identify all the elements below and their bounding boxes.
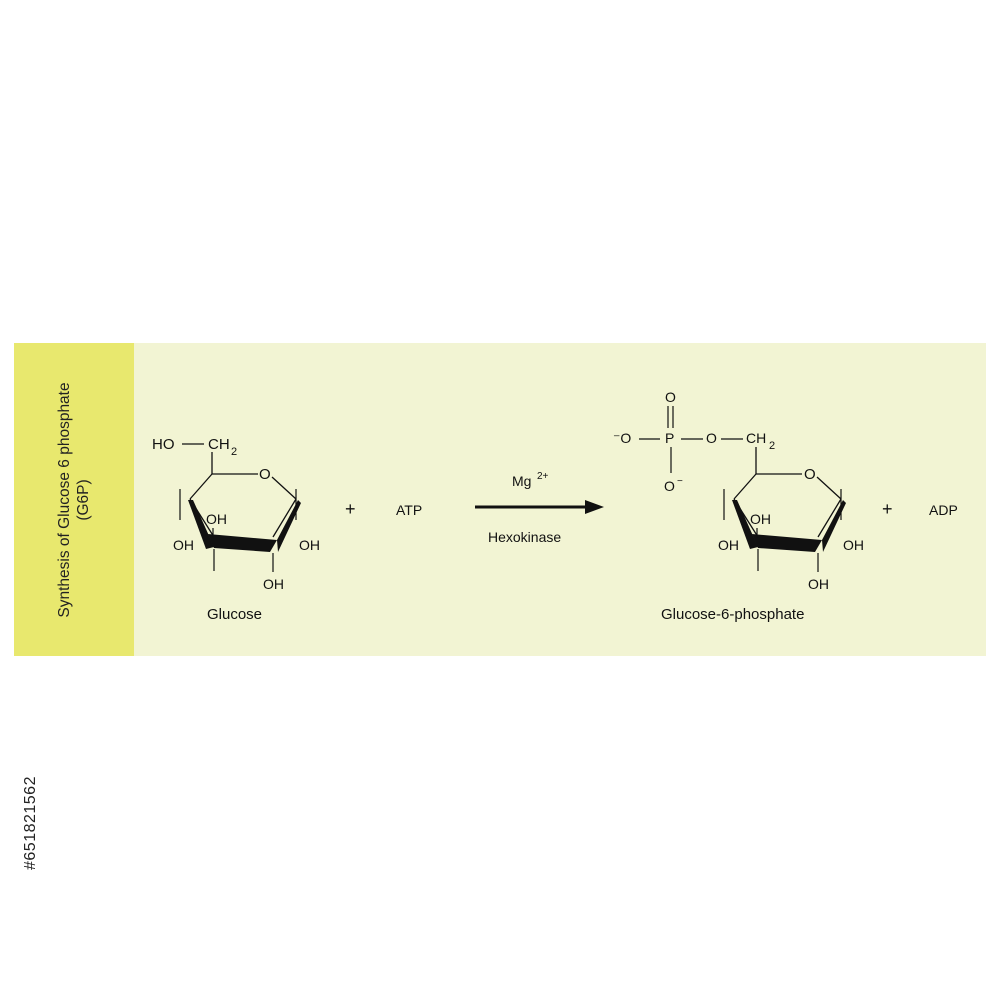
glucose-oh-label: OH [263,576,284,592]
glucose-structure: HO CH 2 O OH OH OH OH Glucose [152,436,320,623]
glucose-oh-label: OH [173,537,194,553]
g6p-oh-label: OH [750,511,771,527]
phosphate-o-bottom: O [664,478,675,494]
glucose-ring-oxygen: O [259,466,271,483]
adp-label: ADP [929,502,958,518]
glucose-ring-bond [189,473,213,500]
reaction-arrow: Mg 2+ Hexokinase [475,471,604,545]
glucose-6-phosphate-name: Glucose-6-phosphate [661,606,804,623]
enzyme-label: Hexokinase [488,529,561,545]
g6p-wedge-bond [752,534,822,552]
atp-label: ATP [396,502,422,518]
g6p-ring-bond [817,498,842,538]
g6p-oh-label: OH [718,537,739,553]
g6p-ring-bond [733,473,757,500]
g6p-wedge-bond [822,500,846,552]
g6p-ring-bond [816,476,842,500]
bridge-oxygen: O [706,430,717,446]
g6p-oh-label: OH [843,537,864,553]
g6p-ch2-subscript: 2 [769,440,775,452]
plus-sign: + [882,499,893,519]
g6p-wedge-bond [732,500,758,549]
glucose-name: Glucose [207,606,262,623]
phosphate-o-top: O [665,389,676,405]
phosphate-minus: − [677,476,683,487]
reaction-panel [14,343,986,656]
plus-sign: + [345,499,356,519]
g6p-oh-label: OH [808,576,829,592]
arrow-head [585,500,604,514]
glucose-wedge-bond [277,500,301,552]
glucose-6-phosphate-structure: ⁻O P O O − O CH 2 O OH OH OH OH Glucose-… [613,389,864,623]
phosphate-p: P [665,430,674,446]
glucose-wedge-bond [188,500,214,549]
glucose-ch2-label: CH [208,436,230,453]
glucose-ho-label: HO [152,436,175,453]
title-sidebar [14,343,134,656]
glucose-ch2-subscript: 2 [231,446,237,458]
glucose-ring-bond [272,498,297,538]
phosphate-o-minus: ⁻O [613,430,631,446]
glucose-oh-label: OH [206,511,227,527]
stock-image-id: #651821562 [22,776,39,870]
cofactor-label: Mg [512,473,531,489]
cofactor-charge: 2+ [537,471,549,482]
g6p-ch2-label: CH [746,430,766,446]
glucose-oh-label: OH [299,537,320,553]
glucose-wedge-bond [208,534,277,552]
glucose-ring-bond [271,476,297,500]
g6p-ring-oxygen: O [804,466,816,483]
